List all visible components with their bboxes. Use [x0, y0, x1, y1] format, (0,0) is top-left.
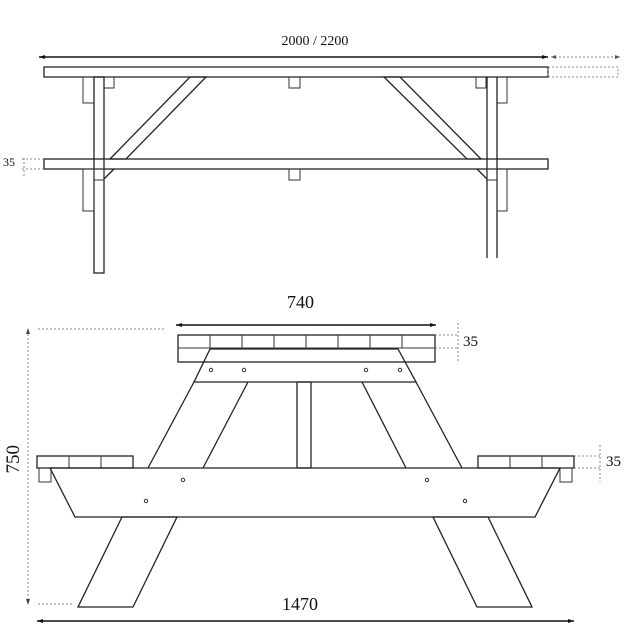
side-seat-thickness-dimension	[22, 158, 44, 176]
end-height-label: 750	[3, 445, 24, 474]
tabletop-board	[43, 66, 549, 78]
top-cross-rail	[192, 348, 418, 383]
end-view	[26, 323, 601, 623]
end-overall-width-label: 1470	[282, 594, 318, 614]
side-view	[22, 55, 620, 274]
height-dimension-line	[26, 328, 166, 605]
center-post	[296, 381, 312, 469]
left-seat	[36, 455, 134, 469]
tabletop-extension	[547, 66, 619, 78]
top-width-dimension-line	[176, 323, 436, 327]
left-brace	[108, 76, 208, 160]
left-lower-leg	[76, 516, 179, 608]
seat-board	[43, 158, 549, 170]
side-length-label: 2000 / 2200	[281, 34, 349, 49]
left-leg	[93, 76, 105, 274]
overall-width-dimension-line	[37, 619, 574, 623]
side-seat-thickness-label: 35	[3, 155, 15, 169]
right-brace	[382, 76, 483, 160]
end-top-thickness-label: 35	[463, 334, 478, 350]
length-dimension-line	[39, 55, 620, 59]
lower-cross-rail	[48, 467, 562, 518]
right-seat	[477, 455, 575, 469]
end-seat-thickness-label: 35	[606, 454, 621, 470]
end-top-thickness-dimension	[435, 323, 459, 362]
right-lower-leg	[431, 516, 534, 608]
end-seat-thickness-dimension	[574, 445, 601, 482]
end-top-width-label: 740	[287, 292, 314, 312]
